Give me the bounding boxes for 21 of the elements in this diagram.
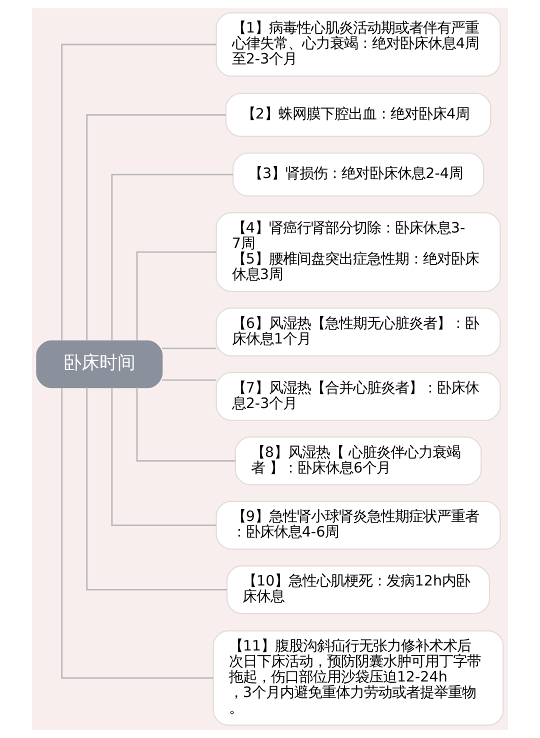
connector [111, 388, 216, 526]
node-box: 卧床时间 [36, 340, 163, 388]
connector [86, 114, 226, 341]
node-box: 【10】急性心肌梗死：发病12h内卧床休息 [226, 565, 490, 614]
connector [61, 388, 214, 679]
node-box: 【8】风湿热【 心脏炎伴心力衰竭者 】：卧床休息6个月 [234, 436, 482, 486]
connector [111, 174, 233, 341]
node-box: 【11】腹股沟斜疝行无张力修补术术后次日下床活动，预防阴囊水肿可用丁字带拖起，伤口部位用沙袋压迫12-24h，3个月内避免重体力劳动或者提举重物。 [212, 630, 504, 726]
node-box: 【9】急性肾小球肾炎急性期症状严重者：卧床休息4-6周 [216, 500, 501, 550]
node-box: 【2】蛛网膜下腔出血：绝对卧床4周 [225, 92, 492, 137]
connector [136, 388, 236, 462]
node-box: 【4】肾癌行肾部分切除：卧床休息3-7周 【5】腰椎间盘突出症急性期：绝对卧床休息3周 [216, 212, 501, 292]
connector [61, 44, 216, 341]
connector [136, 251, 216, 340]
node-box: 【1】病毒性心肌炎活动期或者伴有严重心律失常、心力衰竭：绝对卧床休息4周至2-3个月 [216, 12, 501, 77]
connector [86, 388, 227, 590]
node-box: 【7】风湿热【合并心脏炎者】：卧床休息2-3个月 [216, 372, 501, 421]
node-box: 【6】风湿热【急性期无心脏炎者】：卧床休息1个月 [216, 308, 501, 356]
connector [162, 348, 216, 350]
connector [162, 379, 216, 381]
node-box: 【3】肾损伤：绝对卧床休息2-4周 [232, 152, 484, 197]
